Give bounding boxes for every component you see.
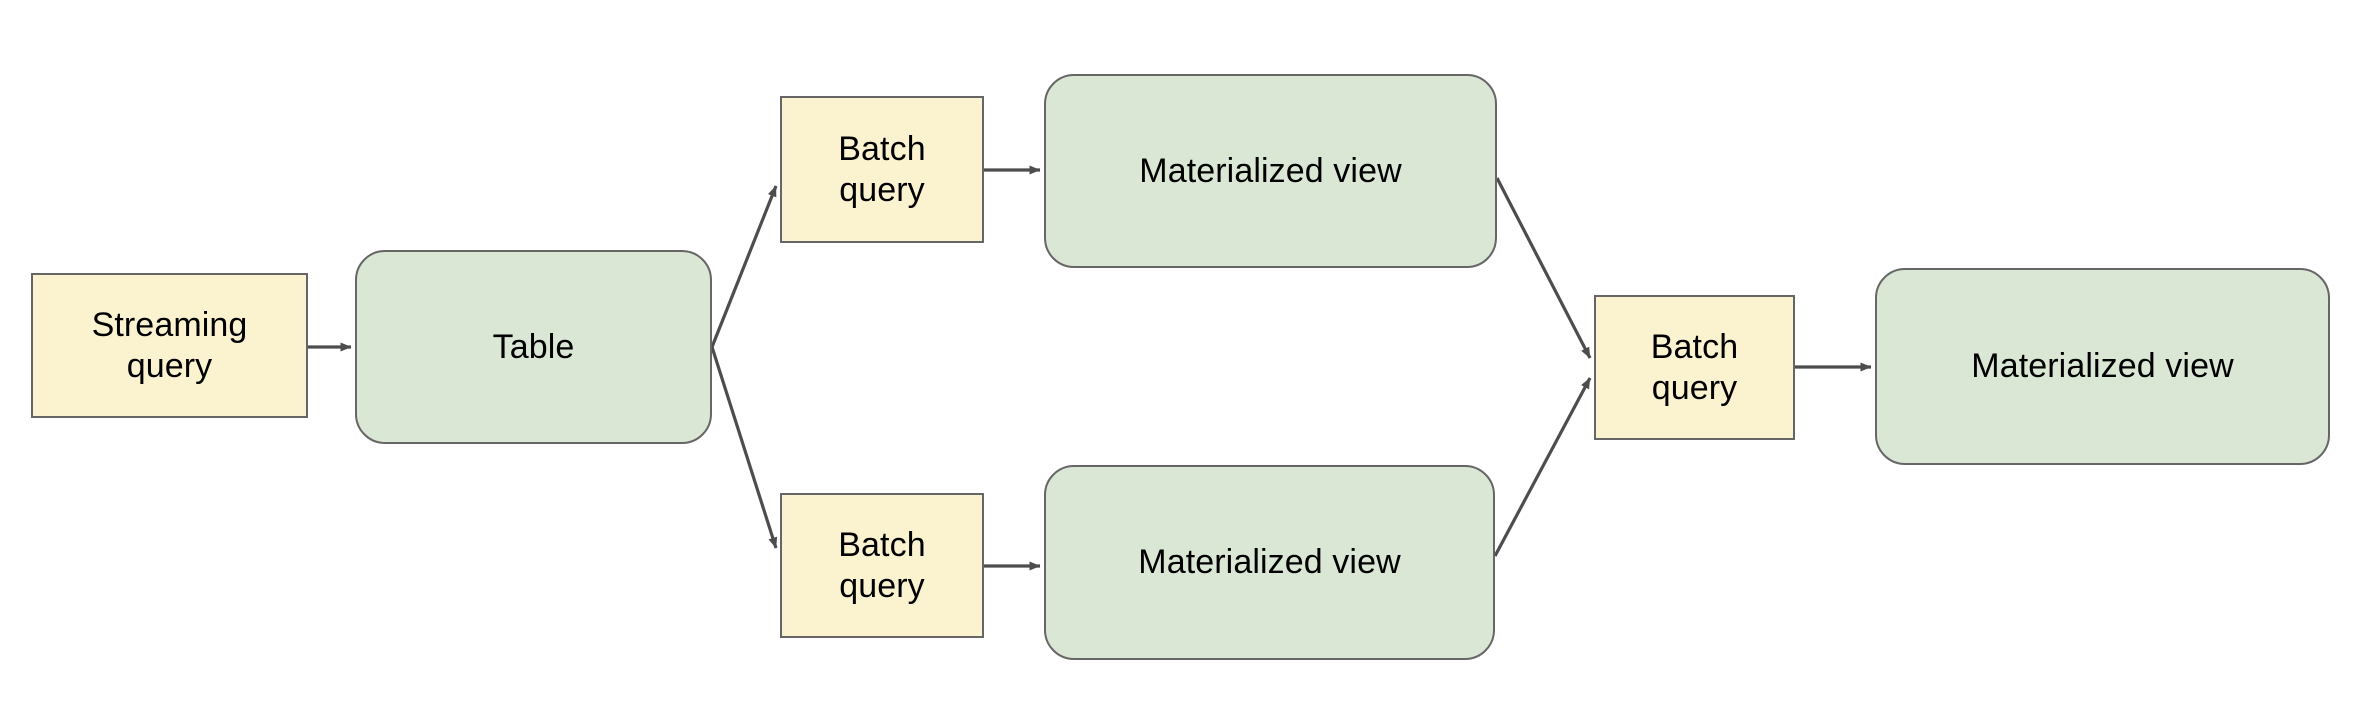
node-label: Materialized view [1139, 151, 1402, 190]
node-batch-query-top[interactable]: Batch query [780, 96, 984, 243]
edge-table-to-batch-query-bottom [710, 346, 778, 549]
node-batch-query-bottom[interactable]: Batch query [780, 493, 984, 638]
node-label: Materialized view [1971, 347, 2234, 386]
node-table[interactable]: Table [355, 250, 712, 444]
node-label: Streaming query [91, 306, 248, 385]
node-materialized-view-final[interactable]: Materialized view [1875, 268, 2330, 465]
node-label: Table [492, 327, 575, 366]
node-batch-query-join[interactable]: Batch query [1594, 295, 1795, 440]
node-materialized-view-bottom[interactable]: Materialized view [1044, 465, 1495, 660]
node-label: Batch query [838, 526, 926, 605]
node-label: Batch query [1650, 328, 1739, 407]
edge-materialized-view-top-to-batch-query-join [1495, 177, 1592, 359]
edge-materialized-view-bottom-to-batch-query-join [1493, 377, 1592, 557]
edge-table-to-batch-query-top [710, 185, 778, 348]
node-label: Materialized view [1138, 543, 1401, 582]
node-streaming-query[interactable]: Streaming query [31, 273, 308, 418]
node-label: Batch query [838, 130, 926, 209]
node-materialized-view-top[interactable]: Materialized view [1044, 74, 1497, 268]
